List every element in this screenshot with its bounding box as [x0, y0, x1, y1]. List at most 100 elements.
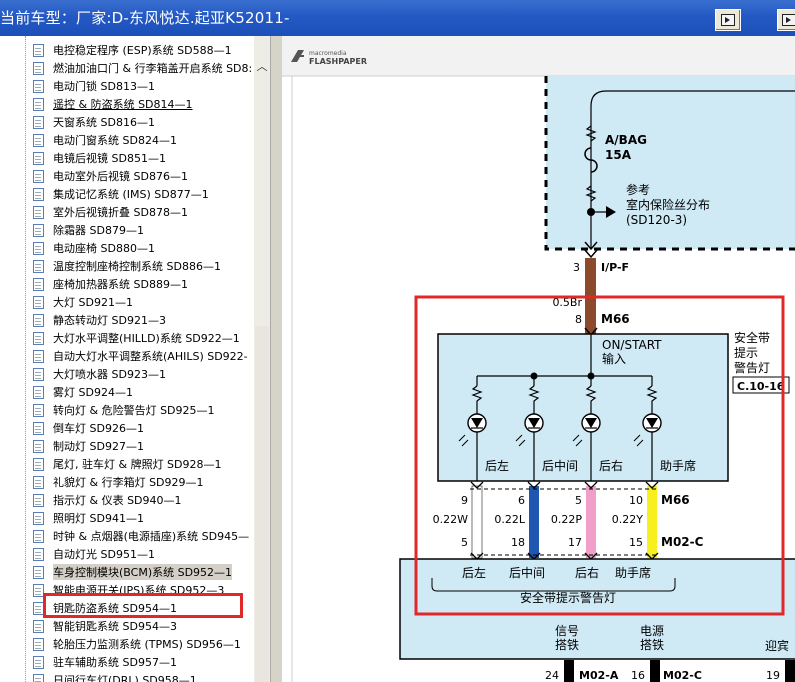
tree-item-label: 天窗系统 SD816—1 [53, 116, 155, 129]
wire-color-band [471, 485, 483, 559]
tree-item[interactable]: 大灯 SD921—1 [33, 293, 133, 311]
tree-item-label: 驻车辅助系统 SD957—1 [53, 656, 177, 669]
tree-item[interactable]: 温度控制座椅控制系统 SD886—1 [33, 257, 221, 275]
document-icon [33, 619, 44, 633]
module-title-3: 警告灯 [734, 360, 770, 375]
document-icon [33, 277, 44, 291]
tree-item[interactable]: 除霜器 SD879—1 [33, 221, 144, 239]
tree-item[interactable]: 倒车灯 SD926—1 [33, 419, 144, 437]
seatbelt-lamp-module [437, 333, 729, 482]
input-label: 输入 [602, 351, 626, 366]
tree-item[interactable]: 集成记忆系统 (IMS) SD877—1 [33, 185, 209, 203]
toggle-panel-button-2[interactable] [777, 9, 795, 31]
wire-color-band [586, 486, 596, 558]
power-ground-2: 搭铁 [640, 638, 664, 652]
tree-item-label: 智能钥匙系统 SD954—3 [53, 620, 177, 633]
tree-item[interactable]: 静态转动灯 SD921—3 [33, 311, 166, 329]
tree-item[interactable]: 自动灯光 SD951—1 [33, 545, 155, 563]
tree-item[interactable]: 尾灯, 驻车灯 & 牌照灯 SD928—1 [33, 455, 222, 473]
tree-item[interactable]: 驻车辅助系统 SD957—1 [33, 653, 177, 671]
document-icon [33, 313, 44, 327]
document-icon [33, 115, 44, 129]
module-title-2: 提示 [734, 345, 758, 360]
module-ref-box [732, 376, 790, 394]
document-icon [33, 385, 44, 399]
splitter[interactable] [270, 36, 282, 682]
tree-item-label: 燃油加油口门 & 行李箱盖开启系统 SD8: [53, 62, 253, 75]
tree-item[interactable]: 室外后视镜折叠 SD878—1 [33, 203, 188, 221]
tree-item[interactable]: 礼貌灯 & 行李箱灯 SD929—1 [33, 473, 204, 491]
light-rays-icon [572, 434, 583, 447]
flashpaper-logo-icon [291, 50, 304, 62]
wire-color-band [529, 486, 539, 558]
bcm-title: 安全带提示警告灯 [520, 590, 616, 605]
tree-item[interactable]: 电动室外后视镜 SD876—1 [33, 167, 188, 185]
fuse-lead-icon [585, 125, 597, 142]
document-icon [33, 43, 44, 57]
document-icon [33, 169, 44, 183]
tree-item[interactable]: 指示灯 & 仪表 SD940—1 [33, 491, 182, 509]
tree-item-label: 自动大灯水平调整系统(AHILS) SD922- [53, 350, 248, 363]
document-icon [33, 241, 44, 255]
tree-item[interactable]: 电动座椅 SD880—1 [33, 239, 155, 257]
wire-spec: 0.22W [433, 513, 468, 526]
tree-item[interactable]: 遥控 & 防盗系统 SD814—1 [33, 95, 193, 113]
document-icon [33, 673, 44, 682]
fuse-box-panel [546, 76, 795, 249]
document-icon [33, 223, 44, 237]
tree-item[interactable]: 电动门窗系统 SD824—1 [33, 131, 177, 149]
document-icon [33, 655, 44, 669]
pin-top: 10 [629, 494, 643, 507]
welcome-label: 迎宾 [765, 638, 789, 653]
tree-item[interactable]: 电动门锁 SD813—1 [33, 77, 155, 95]
lamp-label: 后右 [599, 458, 623, 473]
lamp-group: 后左后中间后右助手席 [458, 376, 696, 481]
tree-item[interactable]: 制动灯 SD927—1 [33, 437, 144, 455]
tree-item[interactable]: 钥匙防盗系统 SD954—1 [33, 599, 177, 617]
brand-top: macromedia [309, 50, 347, 57]
tree-item[interactable]: 雾灯 SD924—1 [33, 383, 133, 401]
seatbelt-lamp: 后中间 [515, 376, 578, 481]
tree-item[interactable]: 自动大灯水平调整系统(AHILS) SD922- [33, 347, 248, 365]
tree-item[interactable]: 大灯喷水器 SD923—1 [33, 365, 166, 383]
window-title: 当前车型：厂家:D-东风悦达.起亚K52011- [0, 9, 290, 27]
ref-line-2: 室内保险丝分布 [626, 197, 710, 212]
document-icon [33, 565, 44, 579]
flashpaper-header [282, 36, 795, 76]
document-icon [33, 403, 44, 417]
tree-item[interactable]: 电控稳定程序 (ESP)系统 SD588—1 [33, 41, 232, 59]
tree-item[interactable]: 大灯水平调整(HILLD)系统 SD922—1 [33, 329, 240, 347]
tree-item[interactable]: 日间行车灯(DRL) SD958—1 [33, 671, 197, 682]
toggle-panel-button[interactable] [715, 9, 741, 31]
tree-item[interactable]: 照明灯 SD941—1 [33, 509, 144, 527]
tree-item-label: 大灯喷水器 SD923—1 [53, 368, 166, 381]
tree-item-label: 遥控 & 防盗系统 SD814—1 [53, 98, 193, 111]
tree-item[interactable]: 智能钥匙系统 SD954—3 [33, 617, 177, 635]
tree-item-label: 钥匙防盗系统 SD954—1 [53, 602, 177, 615]
tree-item[interactable]: 座椅加热器系统 SD889—1 [33, 275, 188, 293]
tree-item[interactable]: 转向灯 & 危险警告灯 SD925—1 [33, 401, 215, 419]
tree-item-label: 尾灯, 驻车灯 & 牌照灯 SD928—1 [53, 458, 222, 471]
tree-item[interactable]: 车身控制模块(BCM)系统 SD952—1 [33, 563, 233, 581]
document-icon [33, 367, 44, 381]
tree-item[interactable]: 天窗系统 SD816—1 [33, 113, 155, 131]
pin-bottom: 18 [511, 536, 525, 549]
tree-item[interactable]: 电镜后视镜 SD851—1 [33, 149, 166, 167]
tree-scrollbar[interactable]: ︿ [254, 36, 270, 682]
ipf-pin: 3 [573, 261, 580, 274]
scrollbar-thumb[interactable] [255, 326, 269, 682]
tree-item[interactable]: 时钟 & 点烟器(电源插座)系统 SD945— [33, 527, 249, 545]
title-bar: 当前车型：厂家:D-东风悦达.起亚K52011- [0, 0, 795, 36]
pin-bottom: 17 [568, 536, 582, 549]
bcm-module [399, 558, 795, 660]
tree-item-label: 除霜器 SD879—1 [53, 224, 144, 237]
document-icon [33, 295, 44, 309]
tree-item[interactable]: 轮胎压力监测系统 (TPMS) SD956—1 [33, 635, 241, 653]
scroll-up-chevron-icon[interactable]: ︿ [256, 60, 268, 73]
document-icon [33, 637, 44, 651]
wire-spec: 0.22Y [612, 513, 643, 526]
pin-bottom: 5 [461, 536, 468, 549]
conn-m02c: M02-C [661, 535, 704, 549]
tree-item-label: 指示灯 & 仪表 SD940—1 [53, 494, 182, 507]
tree-item[interactable]: 燃油加油口门 & 行李箱盖开启系统 SD8: [33, 59, 252, 77]
